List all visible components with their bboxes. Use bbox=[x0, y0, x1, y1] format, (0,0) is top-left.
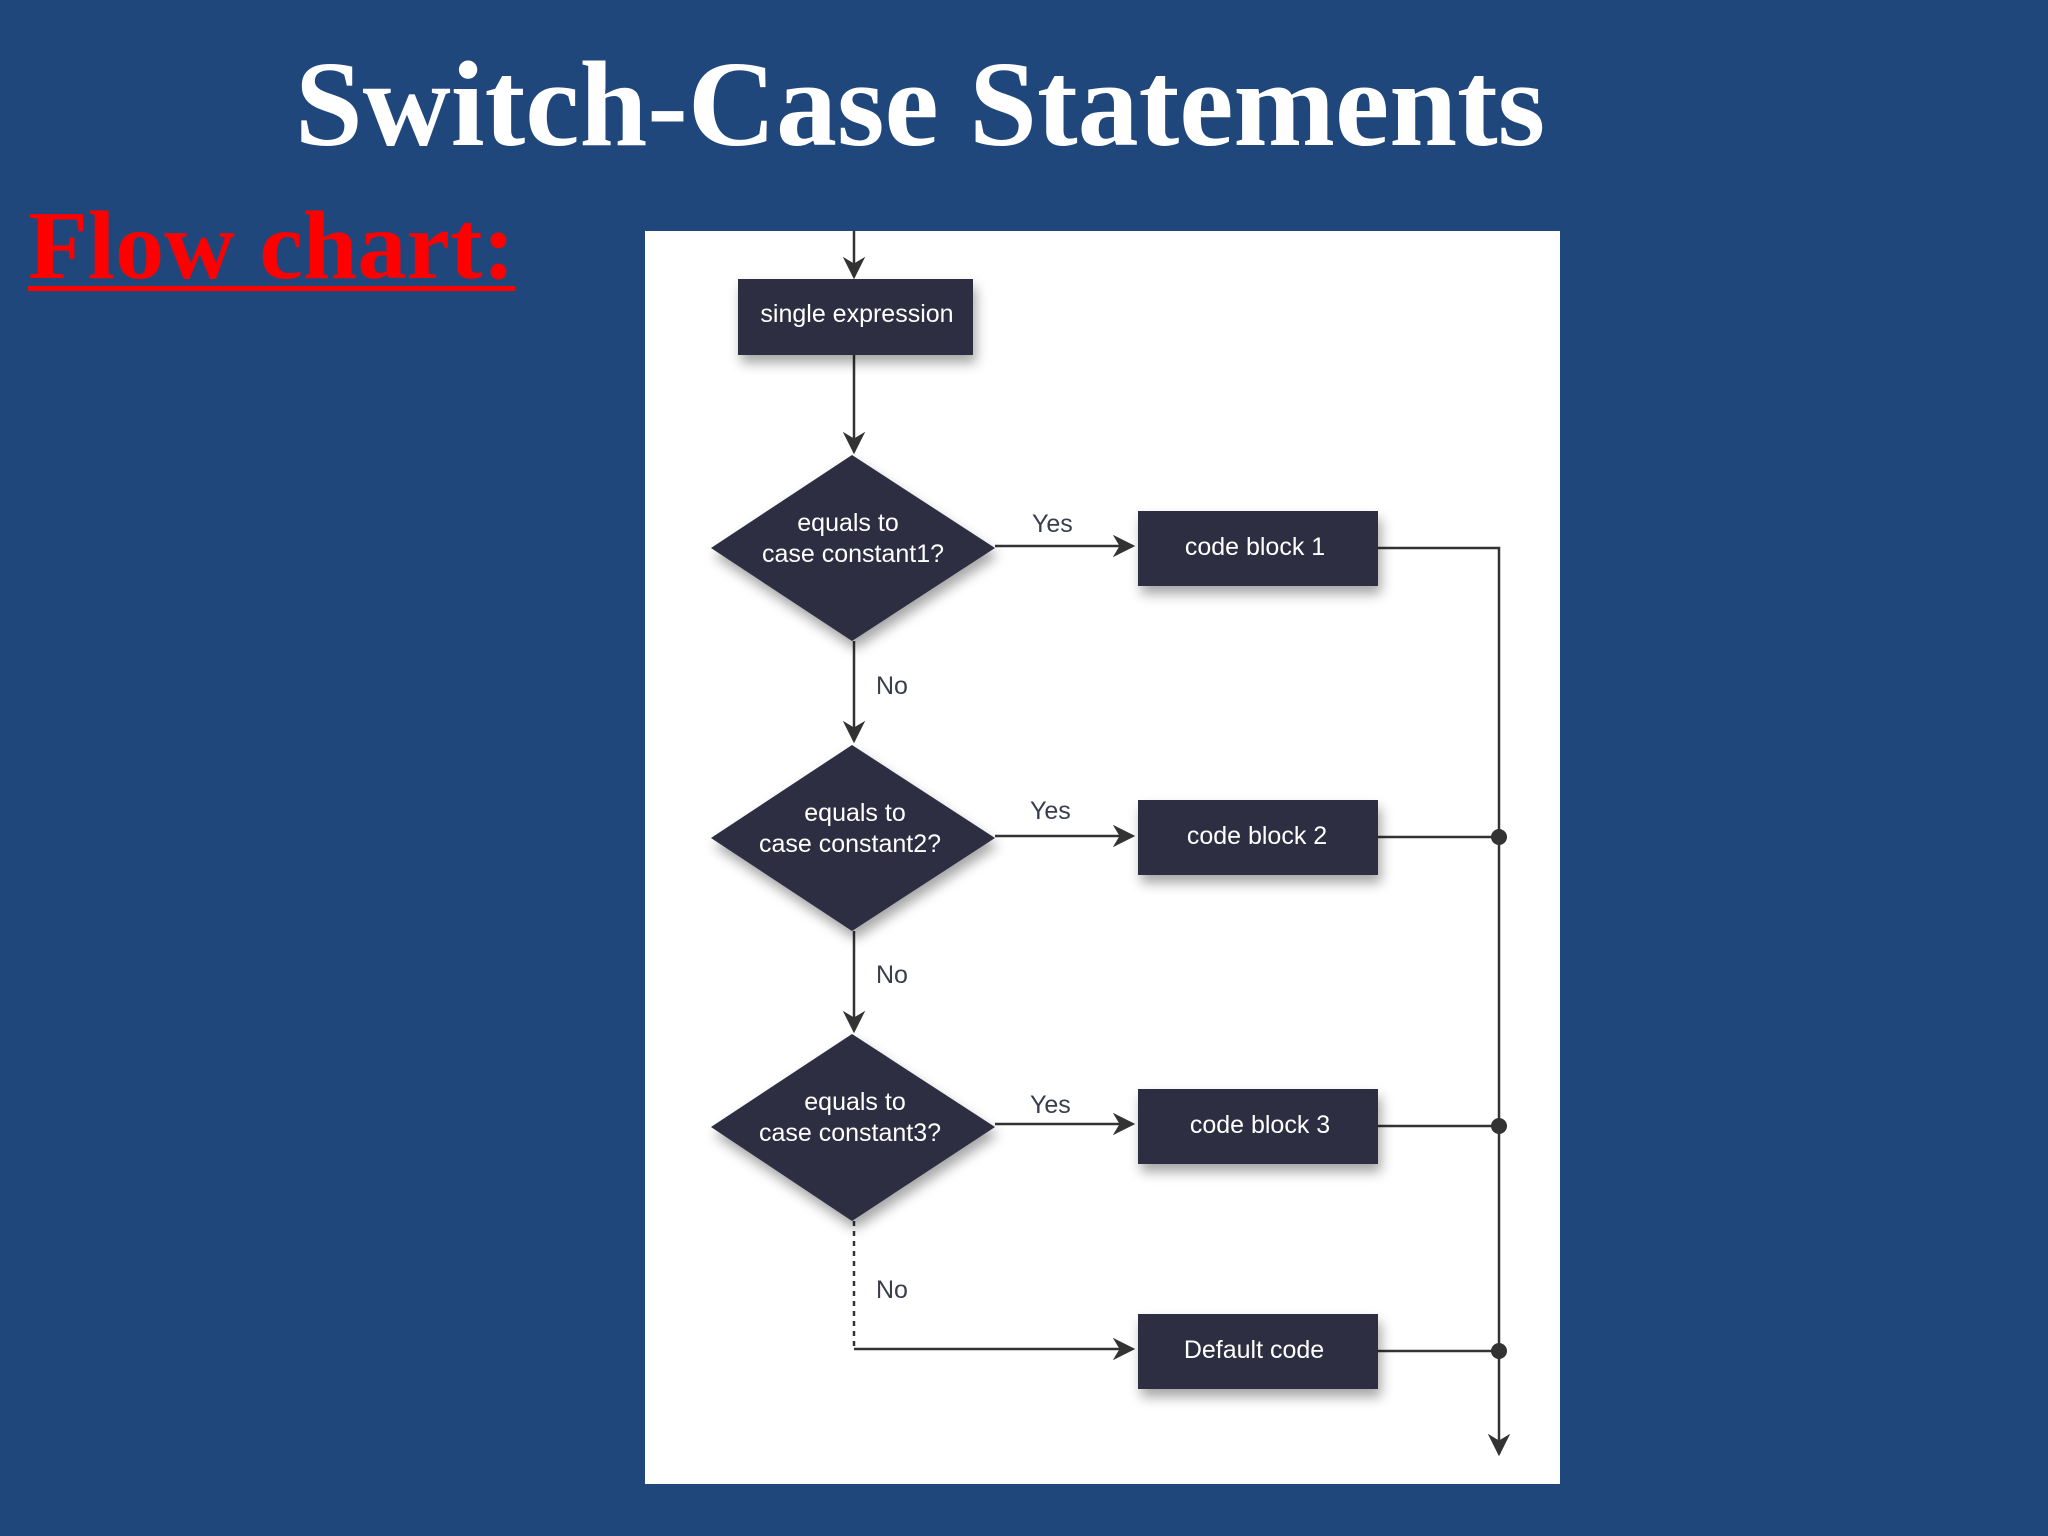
code-block-3: code block 3 bbox=[1138, 1089, 1378, 1164]
node-single-expression: single expression bbox=[738, 279, 973, 355]
no-label: No bbox=[876, 961, 908, 989]
decision-label-line1: equals to bbox=[804, 799, 905, 827]
decision-label-line2: case constant2? bbox=[759, 830, 941, 858]
block-label: code block 3 bbox=[1190, 1111, 1330, 1139]
slide-subtitle: Flow chart: bbox=[28, 192, 516, 300]
block-label: code block 1 bbox=[1185, 533, 1325, 561]
node-label: single expression bbox=[760, 300, 953, 328]
decision-label-line2: case constant1? bbox=[762, 540, 944, 568]
yes-label: Yes bbox=[1032, 510, 1073, 538]
decision-2: equals to case constant2? bbox=[711, 745, 995, 931]
edges bbox=[842, 231, 1511, 1457]
flowchart-panel: single expression equals to case constan… bbox=[645, 231, 1560, 1484]
decision-3: equals to case constant3? bbox=[711, 1034, 995, 1221]
decision-label-line2: case constant3? bbox=[759, 1119, 941, 1147]
code-block-1: code block 1 bbox=[1138, 511, 1378, 586]
edge-labels: Yes Yes Yes No No No bbox=[876, 510, 1073, 1304]
decision-1: equals to case constant1? bbox=[711, 455, 995, 641]
junction-dot bbox=[1491, 1343, 1507, 1359]
junction-dot bbox=[1491, 829, 1507, 845]
yes-label: Yes bbox=[1030, 1091, 1071, 1119]
slide-title: Switch-Case Statements bbox=[294, 37, 1546, 172]
junction-dot bbox=[1491, 1118, 1507, 1134]
decision-label-line1: equals to bbox=[804, 1088, 905, 1116]
decision-label-line1: equals to bbox=[797, 509, 898, 537]
no-label: No bbox=[876, 1276, 908, 1304]
block-label: Default code bbox=[1184, 1336, 1324, 1364]
default-block: Default code bbox=[1138, 1314, 1378, 1389]
junction-dots bbox=[1491, 829, 1507, 1359]
no-label: No bbox=[876, 672, 908, 700]
edge-block-1-out bbox=[1378, 546, 1511, 1457]
block-label: code block 2 bbox=[1187, 822, 1327, 850]
yes-label: Yes bbox=[1030, 797, 1071, 825]
code-block-2: code block 2 bbox=[1138, 800, 1378, 875]
flowchart-diagram: single expression equals to case constan… bbox=[711, 231, 1511, 1457]
